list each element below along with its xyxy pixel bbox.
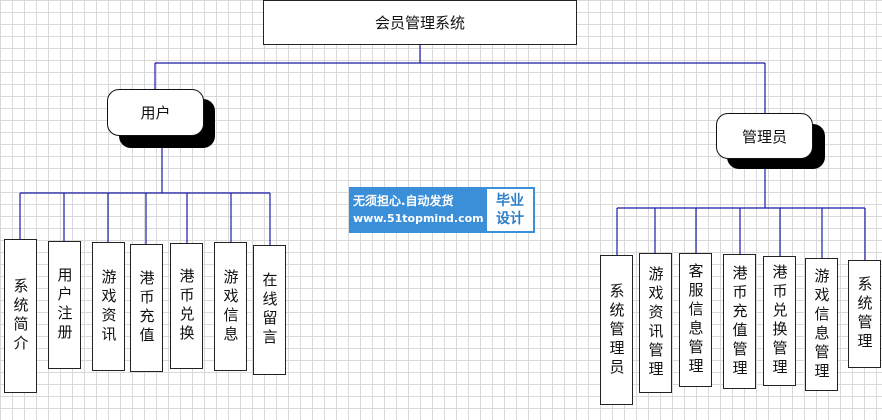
admin-child-gameinfo-mgmt: 游戏信息管理 [805,258,838,391]
user-child-game-info: 游戏信息 [214,242,247,371]
watermark-text: 无须担心.自动发货 www.51topmind.com [349,187,485,233]
admin-child-label: 系统管理 [855,276,874,352]
watermark-slogan: 无须担心.自动发货 [353,194,454,208]
watermark-badge-line1: 毕业 [496,193,524,209]
watermark-url: www.51topmind.com [353,212,484,225]
user-child-hkd-recharge: 港币充值 [130,244,163,372]
watermark-badge: 毕业 设计 [487,189,533,231]
admin-child-system-mgmt: 系统管理 [848,260,881,368]
user-child-hkd-exchange: 港币兑换 [170,243,203,369]
admin-child-label: 港币充值管理 [730,264,749,379]
user-label: 用户 [140,104,171,122]
user-child-label: 港币兑换 [177,268,196,344]
admin-label: 管理员 [741,127,787,146]
admin-child-news-mgmt: 游戏资讯管理 [639,253,672,393]
admin-child-label: 系统管理员 [607,282,626,378]
user-child-label: 游戏资讯 [99,268,118,345]
user-child-label: 港币充值 [137,270,156,346]
admin-child-label: 港币兑换管理 [770,264,789,378]
root-label: 会员管理系统 [374,14,465,32]
user-child-game-news: 游戏资讯 [92,242,125,371]
user-child-intro: 系统简介 [4,239,37,393]
admin-child-exchange-mgmt: 港币兑换管理 [763,256,796,386]
user-child-message: 在线留言 [253,245,286,375]
admin-child-recharge-mgmt: 港币充值管理 [723,254,756,389]
root-node: 会员管理系统 [263,0,577,45]
user-child-label: 用户注册 [55,267,74,343]
admin-child-label: 游戏资讯管理 [646,266,665,380]
watermark-badge-line2: 设计 [496,211,524,227]
admin-child-sysadmin: 系统管理员 [600,255,633,405]
admin-node: 管理员 [716,113,813,159]
user-node: 用户 [107,89,204,136]
admin-child-label: 客服信息管理 [686,263,705,377]
user-child-label: 游戏信息 [221,268,240,345]
user-child-label: 系统简介 [11,278,30,354]
user-child-label: 在线留言 [260,272,279,348]
user-child-register: 用户注册 [48,241,81,369]
watermark-banner: 无须担心.自动发货 www.51topmind.com 毕业 设计 [349,187,535,233]
admin-child-label: 游戏信息管理 [812,267,831,382]
admin-child-service-mgmt: 客服信息管理 [679,253,712,387]
